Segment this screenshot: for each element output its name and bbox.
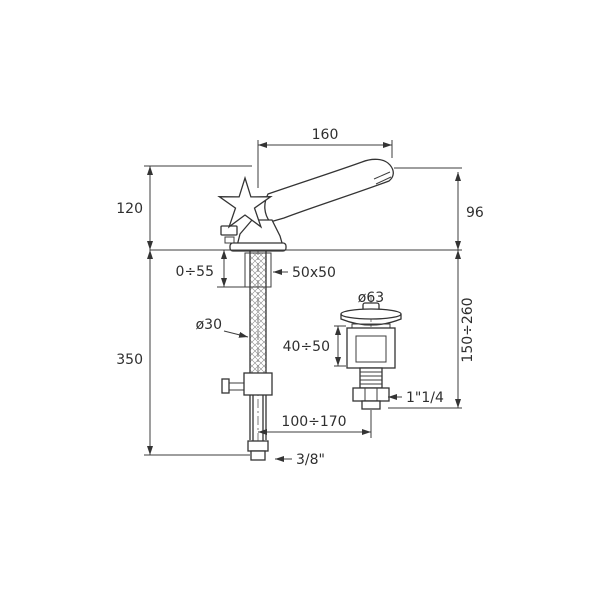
drain-tailpiece	[359, 367, 383, 389]
leader-o30	[223, 330, 249, 338]
drain-assembly	[340, 296, 402, 438]
shank-thread-hatch	[250, 253, 266, 381]
ext-160	[257, 140, 393, 188]
star-handle	[217, 175, 273, 229]
mounting-nut	[243, 372, 273, 396]
faucet-outline	[217, 158, 394, 462]
drain-flange-rim	[340, 314, 402, 326]
drain-nut	[352, 387, 390, 402]
ext-40-50	[334, 325, 346, 367]
dim-label-drain-flange-diameter: ø63	[358, 290, 384, 306]
dim-label-total-height: 350	[116, 352, 143, 368]
supply-connector-tip	[250, 450, 266, 461]
drain-nut-facets	[364, 388, 378, 401]
dim-label-drain-body-height: 40÷50	[283, 339, 330, 355]
dim-label-spout-reach: 160	[312, 127, 339, 143]
dim-label-hose-span: 100÷170	[281, 414, 346, 430]
dim-label-spout-drop: 96	[466, 205, 484, 221]
dimension-labels: 160 120 96 0÷55 50x50 ø30 350 ø63 150÷26…	[116, 127, 484, 468]
dim-label-body-height: 120	[116, 201, 143, 217]
dim-label-pipe-diameter: ø30	[196, 317, 222, 333]
drain-tail-threads	[360, 371, 382, 385]
drain-tip	[361, 400, 381, 410]
dim-label-deck-thickness: 0÷55	[176, 264, 214, 280]
dim-label-base-section: 50x50	[292, 265, 336, 281]
supply-connector-nut	[247, 440, 269, 452]
shank-pipe	[249, 250, 267, 440]
bracket-end-cap	[221, 378, 230, 394]
drain-body	[346, 327, 396, 369]
faucet-side-detail-small	[224, 236, 235, 244]
dim-label-supply-thread: 3/8"	[296, 452, 325, 468]
faucet-spout	[264, 158, 394, 223]
drain-body-inner	[355, 335, 387, 363]
dim-label-drain-thread: 1"1/4	[406, 390, 444, 406]
spout-aerator-lines	[373, 171, 392, 185]
square-base-section	[244, 252, 272, 288]
dim-label-drain-height-range: 150÷260	[460, 297, 476, 362]
faucet-base-plate	[229, 242, 287, 252]
drain-flange-top	[340, 308, 402, 320]
dimension-lines	[144, 140, 462, 462]
